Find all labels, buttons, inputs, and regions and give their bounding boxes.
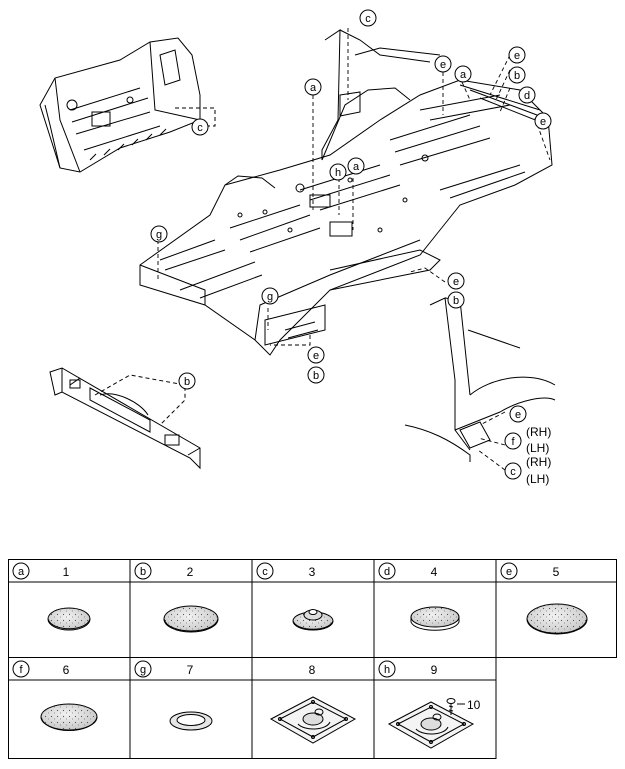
callout-h-1: h	[329, 163, 347, 181]
svg-text:g: g	[267, 291, 273, 303]
part-number: 1	[63, 565, 70, 579]
callout-e-4: e	[447, 272, 465, 290]
table-cell-d: d 4	[378, 562, 460, 631]
part-number: 8	[309, 663, 316, 677]
svg-text:g: g	[156, 229, 162, 241]
callout-g-1: g	[150, 225, 168, 243]
callout-e-6: e	[509, 405, 527, 423]
callout-a-1: a	[304, 78, 322, 96]
svg-text:b: b	[184, 376, 190, 388]
svg-text:e: e	[440, 59, 446, 71]
svg-text:h: h	[335, 167, 341, 179]
svg-text:e: e	[540, 116, 546, 128]
svg-text:a: a	[460, 69, 467, 81]
callout-c-dash: c	[191, 118, 209, 136]
label-lh-f: (LH)	[526, 441, 549, 455]
callout-b-2: b	[447, 291, 465, 309]
table-cell-e: e 5	[500, 562, 588, 635]
callout-a-2: a	[454, 65, 472, 83]
svg-text:e: e	[313, 350, 319, 362]
cover-plate-8-drawing	[269, 696, 357, 744]
svg-text:c: c	[510, 466, 516, 478]
table-grid	[8, 559, 617, 759]
part-number: 2	[187, 565, 194, 579]
table-cell-h: h 9 10	[378, 660, 481, 749]
callout-f-1: f	[504, 432, 522, 450]
callout-b-3: b	[307, 366, 325, 384]
dash-panel-drawing	[39, 37, 201, 173]
callout-e-2: e	[508, 46, 526, 64]
plug-4-drawing	[410, 606, 460, 631]
label-rh-f: (RH)	[526, 425, 551, 439]
svg-text:e: e	[515, 409, 521, 421]
grommet-3-drawing	[292, 609, 334, 631]
plug-6-drawing	[40, 703, 98, 731]
svg-text:a: a	[18, 566, 25, 578]
part-number: 6	[63, 663, 70, 677]
ring-7-drawing	[169, 711, 213, 731]
svg-text:b: b	[313, 370, 319, 382]
part-number-10: 10	[467, 698, 481, 712]
callout-c-3: c	[504, 462, 522, 480]
screw-10-drawing	[446, 698, 465, 715]
svg-text:h: h	[384, 664, 390, 676]
part-number: 3	[309, 565, 316, 579]
rear-cross-member-drawing	[49, 367, 201, 470]
rear-pillar-drawing	[321, 29, 441, 161]
part-number: 4	[431, 565, 438, 579]
svg-text:b: b	[514, 70, 520, 82]
plug-1-drawing	[47, 607, 91, 631]
svg-text:d: d	[524, 90, 530, 102]
callout-b-4: b	[178, 372, 196, 390]
callout-e-3: e	[534, 112, 552, 130]
plug-2-drawing	[163, 605, 219, 633]
callout-e-5: e	[307, 346, 325, 364]
plug-5-drawing	[526, 603, 588, 635]
part-number: 7	[187, 663, 194, 677]
table-cell-a: a 1	[12, 562, 91, 631]
callout-a-3: a	[347, 157, 365, 175]
parts-table: a 1 b 2 c 3 d 4	[8, 559, 617, 759]
callout-e-1: e	[434, 55, 452, 73]
svg-text:g: g	[140, 664, 146, 676]
part-number: 5	[553, 565, 560, 579]
table-cell-8: 8	[269, 663, 357, 744]
svg-text:e: e	[506, 566, 512, 578]
svg-text:b: b	[140, 566, 146, 578]
svg-text:c: c	[365, 13, 371, 25]
callout-d-1: d	[518, 86, 536, 104]
callout-b-1: b	[508, 66, 526, 84]
table-cell-f: f 6	[12, 660, 98, 731]
svg-text:c: c	[197, 122, 203, 134]
svg-text:f: f	[19, 664, 23, 676]
table-cell-c: c 3	[256, 562, 334, 631]
table-cell-b: b 2	[134, 562, 219, 633]
floor-panel-diagram: c c a e a e b d e h a g g e b e b	[39, 9, 556, 486]
label-lh-c: (LH)	[526, 472, 549, 486]
svg-text:b: b	[453, 295, 459, 307]
svg-text:a: a	[353, 161, 360, 173]
svg-text:a: a	[310, 82, 317, 94]
svg-text:c: c	[262, 566, 268, 578]
svg-text:e: e	[453, 276, 459, 288]
part-number: 9	[431, 663, 438, 677]
callout-g-2: g	[261, 287, 279, 305]
callout-c-top: c	[359, 9, 377, 27]
svg-text:d: d	[384, 566, 390, 578]
main-floor-drawing	[139, 79, 553, 356]
label-rh-c: (RH)	[526, 455, 551, 469]
table-cell-g: g 7	[134, 660, 213, 731]
cover-plate-9-drawing	[387, 701, 475, 749]
leader-lines	[157, 28, 551, 471]
svg-text:e: e	[514, 50, 520, 62]
svg-text:f: f	[511, 436, 515, 448]
